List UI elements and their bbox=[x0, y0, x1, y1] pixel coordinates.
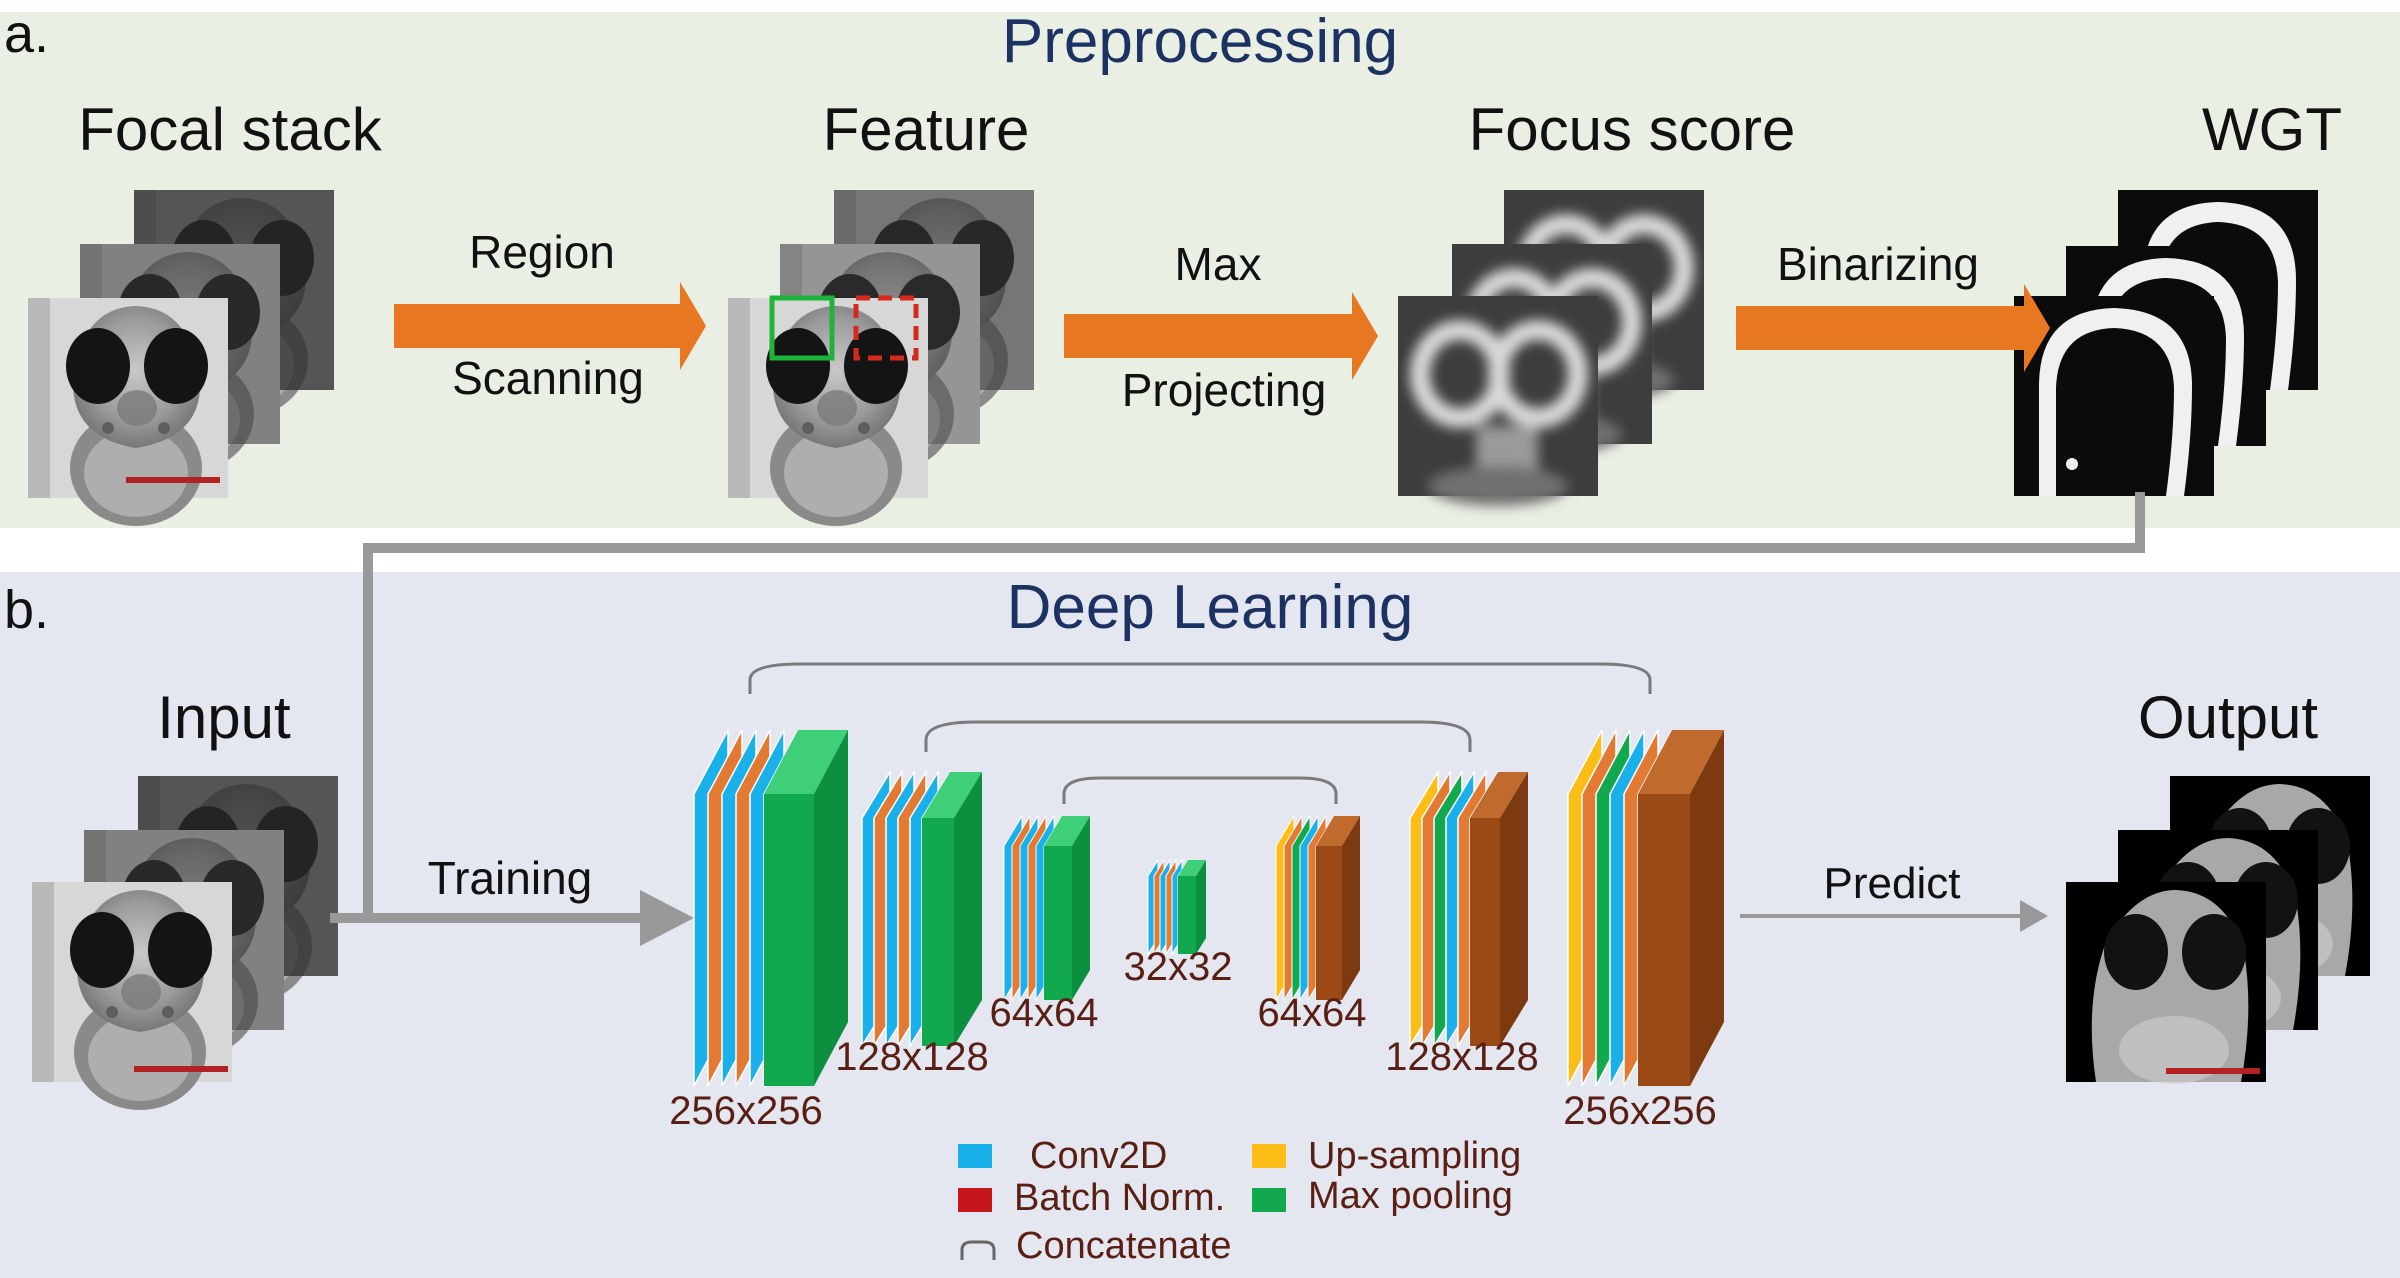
legend-label-up-sampling: Up-sampling bbox=[1308, 1135, 1521, 1177]
panel-a-background bbox=[0, 12, 2400, 528]
size-label-encoder-256: 256x256 bbox=[669, 1089, 822, 1133]
input-images bbox=[32, 776, 338, 1110]
legend-swatch-max-pooling bbox=[1252, 1188, 1286, 1212]
decoder-block-256 bbox=[1567, 729, 1724, 1087]
legend-label-conv2d: Conv2D bbox=[1030, 1135, 1167, 1177]
encoder-block-128 bbox=[861, 769, 982, 1049]
decoder-block-64 bbox=[1275, 814, 1360, 1002]
stage-label-focus-score: Focus score bbox=[1469, 96, 1796, 163]
step-label-region: Region bbox=[469, 226, 615, 278]
encoder-block-64 bbox=[1003, 814, 1090, 1002]
output-scale-bar bbox=[2166, 1068, 2260, 1074]
stage-label-focal-stack: Focal stack bbox=[78, 96, 382, 163]
panel-a-title: Preprocessing bbox=[1002, 7, 1398, 76]
size-label-bottleneck-32: 32x32 bbox=[1124, 945, 1233, 989]
training-label: Training bbox=[428, 852, 592, 904]
skip-connection-128 bbox=[924, 720, 1472, 752]
encoder-block-256 bbox=[693, 729, 848, 1087]
region-window-next bbox=[853, 295, 919, 361]
scale-bar bbox=[126, 477, 220, 483]
input-scale-bar bbox=[134, 1066, 228, 1072]
legend-label-concatenate: Concatenate bbox=[1016, 1225, 1232, 1267]
skip-connection-256 bbox=[748, 662, 1652, 694]
legend-swatch-up-sampling bbox=[1252, 1144, 1286, 1168]
predict-arrowhead bbox=[2020, 900, 2048, 932]
stage-label-wgt: WGT bbox=[2202, 96, 2342, 163]
step-label-scanning: Scanning bbox=[452, 352, 644, 404]
focal-stack-images bbox=[28, 190, 334, 526]
training-arrowhead bbox=[640, 890, 694, 946]
legend-swatch-conv2d bbox=[958, 1144, 992, 1168]
step-label-projecting: Projecting bbox=[1122, 364, 1327, 416]
wgt-to-training-connector bbox=[363, 492, 2145, 918]
output-label: Output bbox=[2138, 684, 2318, 751]
skip-connection-64 bbox=[1062, 776, 1338, 804]
arrow-binarizing bbox=[1736, 284, 2050, 372]
size-label-encoder-64: 64x64 bbox=[990, 991, 1099, 1035]
arrow-region-scanning bbox=[394, 282, 706, 370]
legend-label-batch-norm: Batch Norm. bbox=[1014, 1177, 1225, 1219]
legend-label-max-pooling: Max pooling bbox=[1308, 1175, 1513, 1217]
stage-label-feature: Feature bbox=[823, 96, 1030, 163]
step-label-max: Max bbox=[1175, 238, 1262, 290]
size-label-decoder-256: 256x256 bbox=[1563, 1089, 1716, 1133]
step-label-binarizing: Binarizing bbox=[1777, 238, 1979, 290]
decoder-block-128 bbox=[1409, 769, 1528, 1049]
feature-images bbox=[728, 190, 1034, 526]
panel-b-title: Deep Learning bbox=[1007, 573, 1414, 642]
size-label-decoder-128: 128x128 bbox=[1385, 1035, 1538, 1079]
size-label-decoder-64: 64x64 bbox=[1258, 991, 1367, 1035]
input-label: Input bbox=[157, 684, 291, 751]
bottleneck-block-32 bbox=[1147, 858, 1206, 956]
size-label-encoder-128: 128x128 bbox=[835, 1035, 988, 1079]
legend: Conv2D Up-sampling Batch Norm. Max pooli… bbox=[958, 1135, 1521, 1267]
predict-label: Predict bbox=[1824, 859, 1961, 908]
panel-b-tag: b. bbox=[4, 580, 49, 640]
panel-a-tag: a. bbox=[4, 4, 49, 64]
arrow-max-projecting bbox=[1064, 292, 1378, 380]
legend-swatch-batch-norm bbox=[958, 1188, 992, 1212]
output-images bbox=[2066, 776, 2370, 1084]
region-window-current bbox=[769, 295, 835, 361]
legend-concatenate-icon bbox=[960, 1240, 996, 1260]
